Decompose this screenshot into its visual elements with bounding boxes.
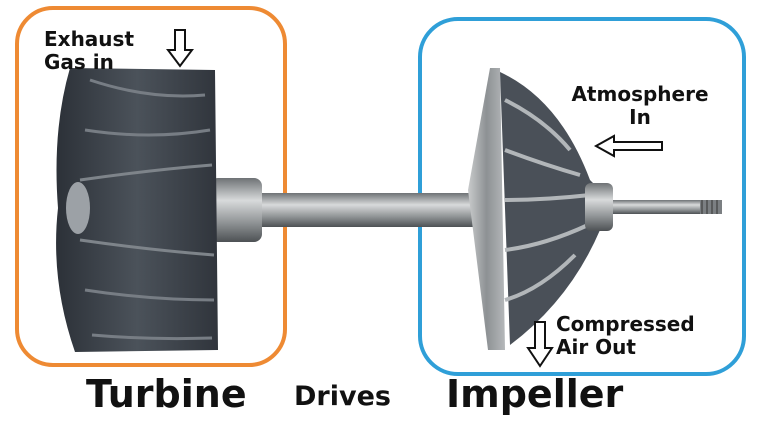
exhaust-gas-in-label: Exhaust Gas in — [44, 27, 134, 74]
exhaust-arrow — [166, 29, 194, 68]
impeller-title: Impeller — [446, 372, 624, 416]
atmosphere-in-label: Atmosphere In — [571, 82, 709, 129]
turbine-title: Turbine — [86, 372, 247, 416]
turbine-wheel — [56, 68, 262, 352]
turbine-box — [15, 6, 287, 367]
compressed-air-arrow — [526, 321, 554, 368]
shaft — [250, 193, 722, 227]
compressed-air-out-label: Compressed Air Out — [556, 312, 695, 359]
atmosphere-arrow — [593, 134, 663, 158]
impeller-wheel — [468, 68, 613, 350]
drives-label: Drives — [294, 381, 391, 412]
